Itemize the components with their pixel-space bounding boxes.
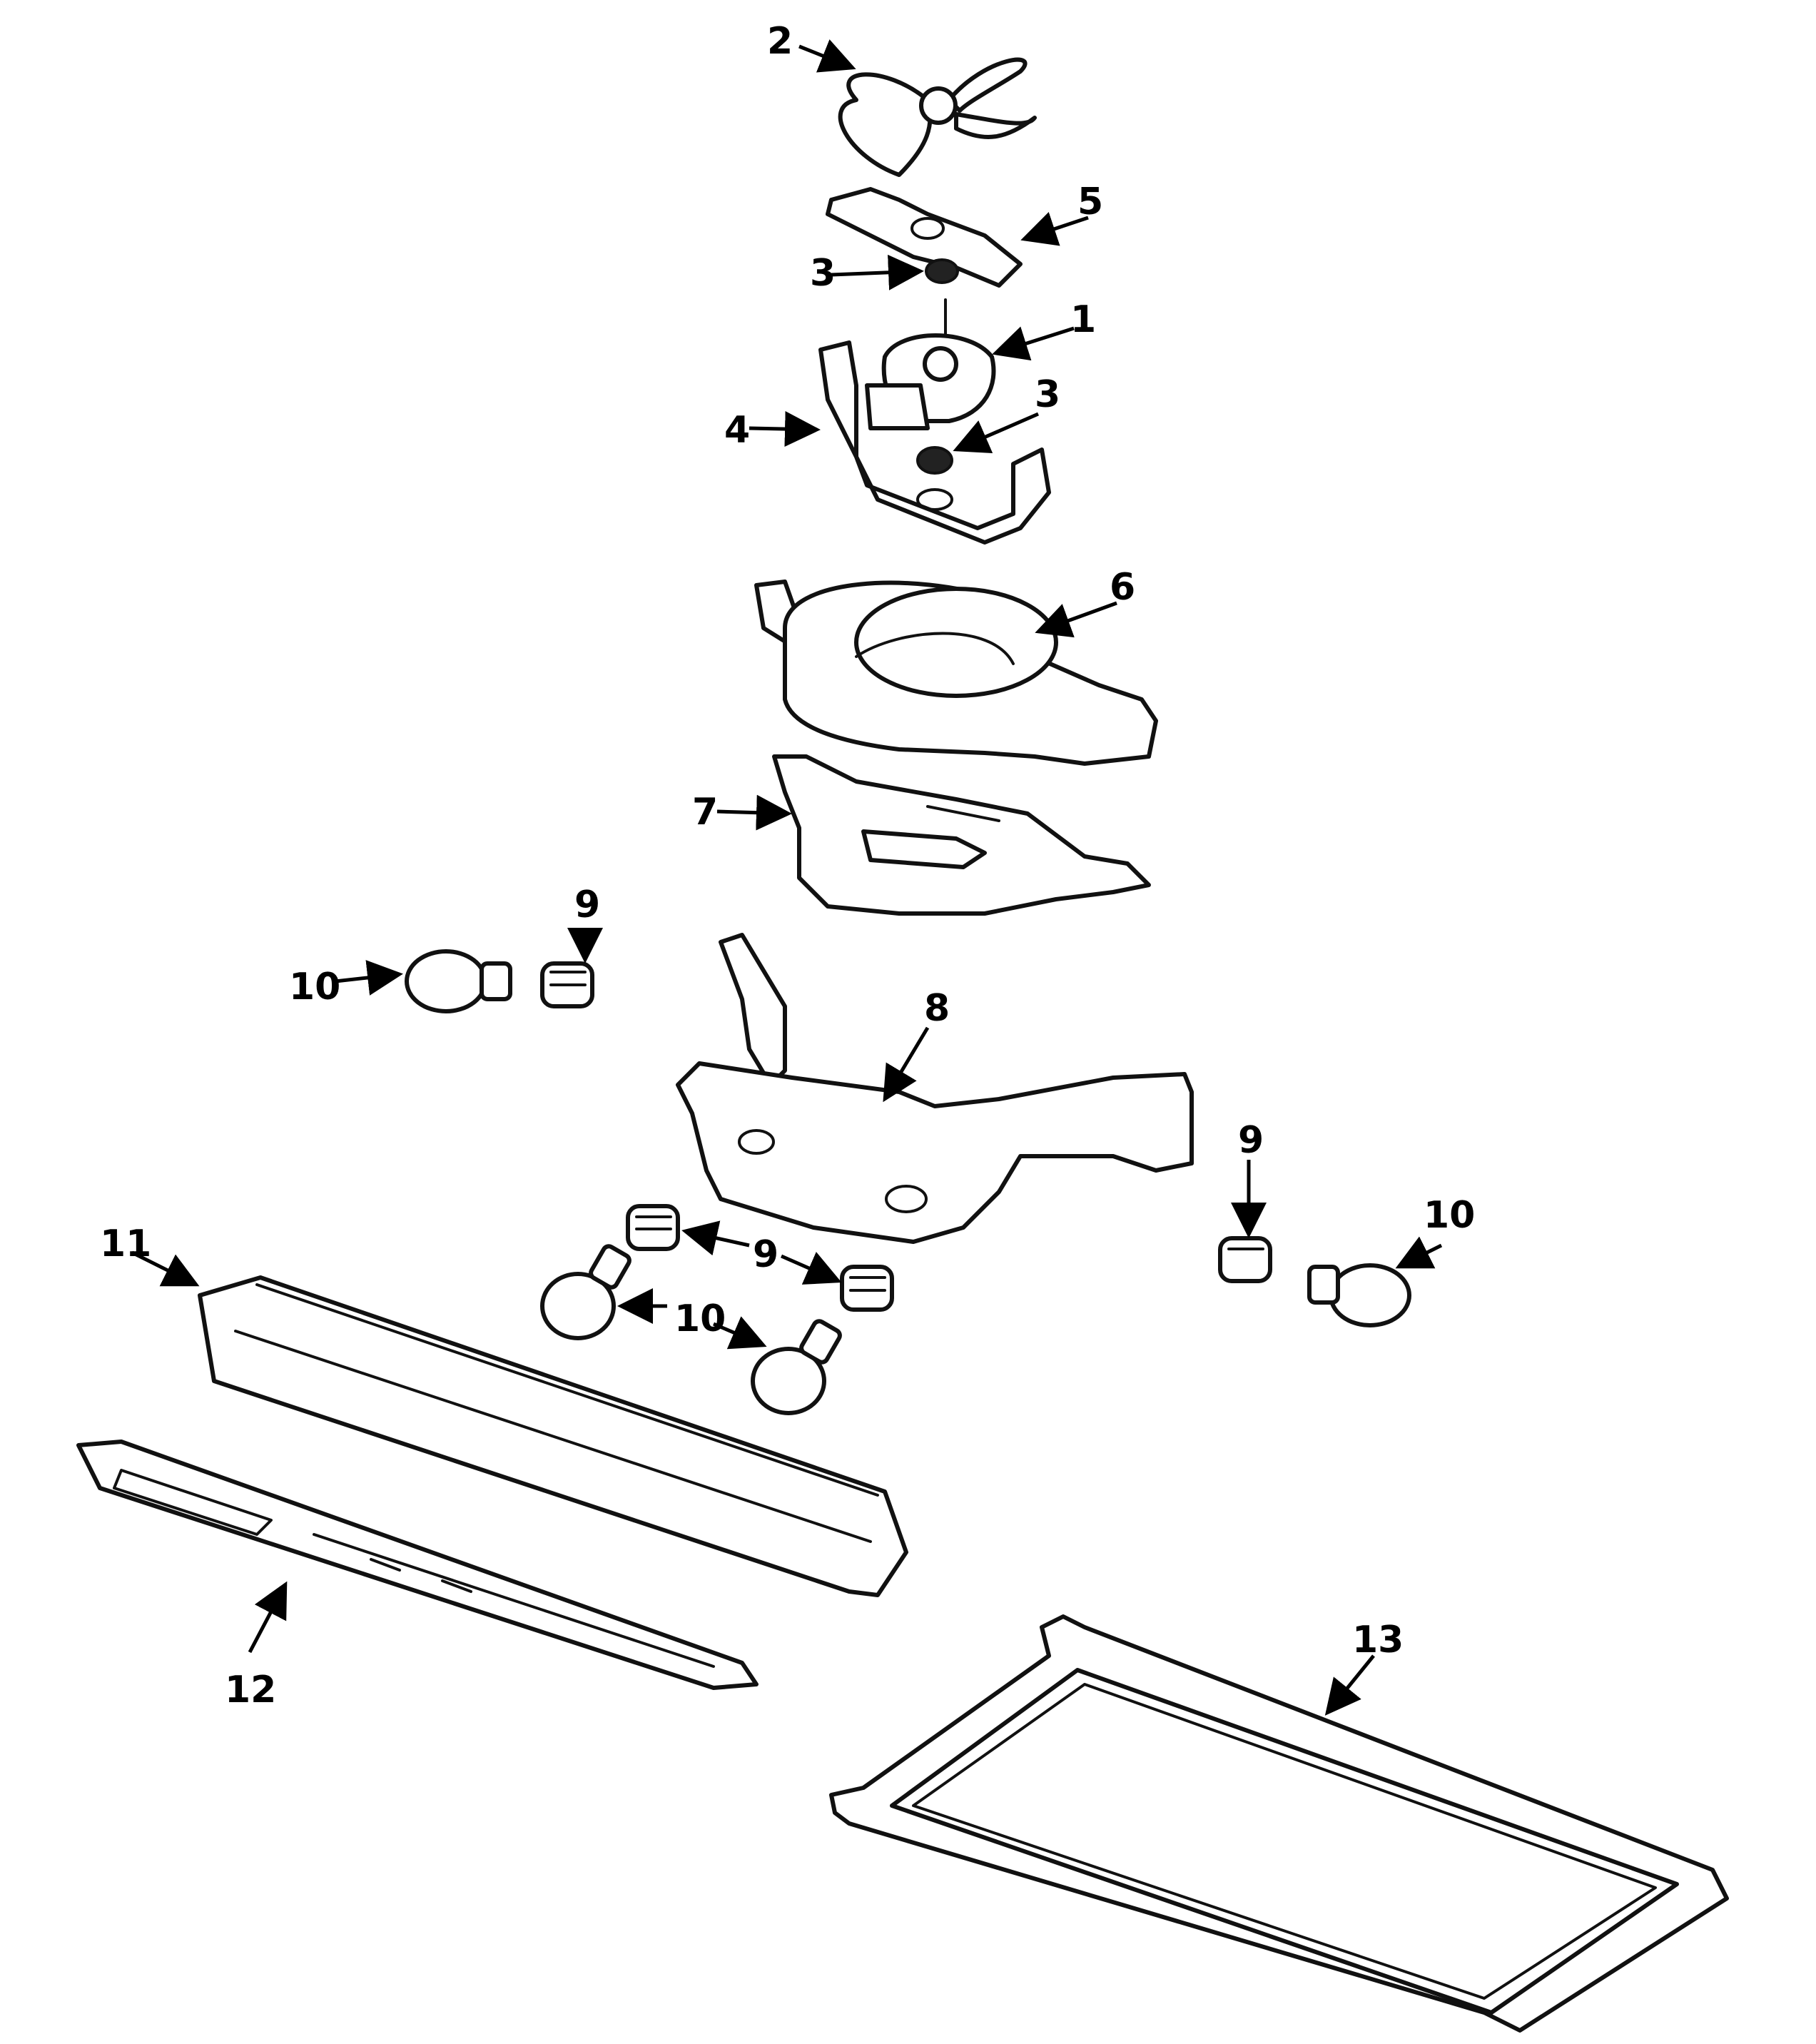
callout-6: 6 bbox=[1110, 566, 1135, 609]
callout-labels: 2 5 3 1 3 4 6 7 9 10 8 9 10 11 9 10 12 1… bbox=[100, 20, 1475, 1711]
fan-motor bbox=[865, 298, 996, 430]
lamp-socket-a bbox=[540, 961, 594, 1008]
callout-11: 11 bbox=[100, 1223, 151, 1265]
callout-4: 4 bbox=[724, 409, 750, 452]
callout-8: 8 bbox=[924, 987, 950, 1030]
callout-9b: 9 bbox=[1238, 1119, 1264, 1162]
leader-12 bbox=[248, 1581, 288, 1654]
light-housing bbox=[676, 933, 1194, 1244]
light-bulb-a bbox=[405, 949, 512, 1013]
callout-9a: 9 bbox=[574, 884, 600, 926]
light-bulb-d bbox=[751, 1319, 842, 1415]
callout-3a: 3 bbox=[810, 252, 836, 295]
callout-5: 5 bbox=[1077, 181, 1103, 223]
callout-12: 12 bbox=[225, 1669, 276, 1711]
callout-13: 13 bbox=[1352, 1619, 1404, 1661]
callout-7: 7 bbox=[692, 791, 718, 834]
callout-9c: 9 bbox=[753, 1233, 778, 1276]
leader-3b bbox=[953, 412, 1039, 453]
lamp-socket-d bbox=[840, 1265, 894, 1312]
leader-11 bbox=[131, 1250, 200, 1287]
leader-lines bbox=[131, 39, 1443, 1716]
leader-2 bbox=[798, 39, 856, 73]
callout-3b: 3 bbox=[1035, 373, 1060, 416]
grommet-upper bbox=[925, 258, 959, 284]
leader-3a bbox=[831, 254, 924, 290]
leader-8 bbox=[883, 1026, 930, 1103]
leader-9c-left bbox=[681, 1220, 750, 1256]
leader-6 bbox=[1035, 601, 1117, 638]
leader-4 bbox=[749, 411, 821, 447]
shroud-base bbox=[772, 754, 1151, 916]
motor-mounting-bracket bbox=[818, 340, 1051, 545]
fan-shroud bbox=[754, 580, 1158, 766]
leader-10c-right bbox=[713, 1316, 767, 1350]
motor-bracket-plate bbox=[826, 187, 1023, 288]
leader-5 bbox=[1020, 212, 1089, 246]
fan-blade bbox=[838, 57, 1037, 177]
light-bulb-c bbox=[540, 1244, 631, 1340]
shelf-frame bbox=[829, 1614, 1729, 2033]
leader-7 bbox=[716, 794, 792, 831]
lamp-socket-c bbox=[626, 1204, 680, 1251]
leader-10a bbox=[335, 960, 403, 996]
callout-1: 1 bbox=[1070, 298, 1096, 341]
callout-10b: 10 bbox=[1424, 1194, 1475, 1237]
leader-1 bbox=[992, 326, 1075, 361]
leader-9c-right bbox=[780, 1252, 842, 1285]
light-shield bbox=[198, 1275, 908, 1597]
lamp-socket-b bbox=[1218, 1236, 1272, 1283]
control-panel bbox=[76, 1440, 759, 1690]
callout-10c: 10 bbox=[674, 1297, 726, 1340]
callout-10a: 10 bbox=[289, 966, 340, 1008]
light-bulb-b bbox=[1307, 1263, 1411, 1327]
callout-2: 2 bbox=[767, 20, 793, 63]
leader-10b bbox=[1395, 1236, 1443, 1269]
leader-13 bbox=[1324, 1654, 1375, 1716]
